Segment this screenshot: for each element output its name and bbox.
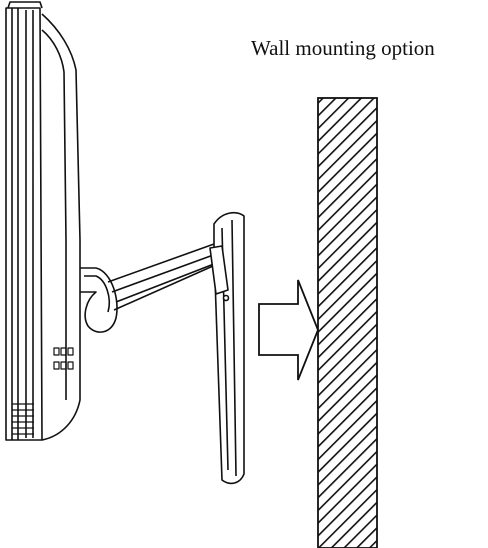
stand-base-plate <box>209 211 245 485</box>
hatched-wall-icon <box>317 97 378 548</box>
right-arrow-icon <box>258 279 319 381</box>
monitor-side-view-icon <box>5 1 81 441</box>
wall-mounting-caption: Wall mounting option <box>251 36 435 60</box>
stand-arm <box>80 243 223 333</box>
